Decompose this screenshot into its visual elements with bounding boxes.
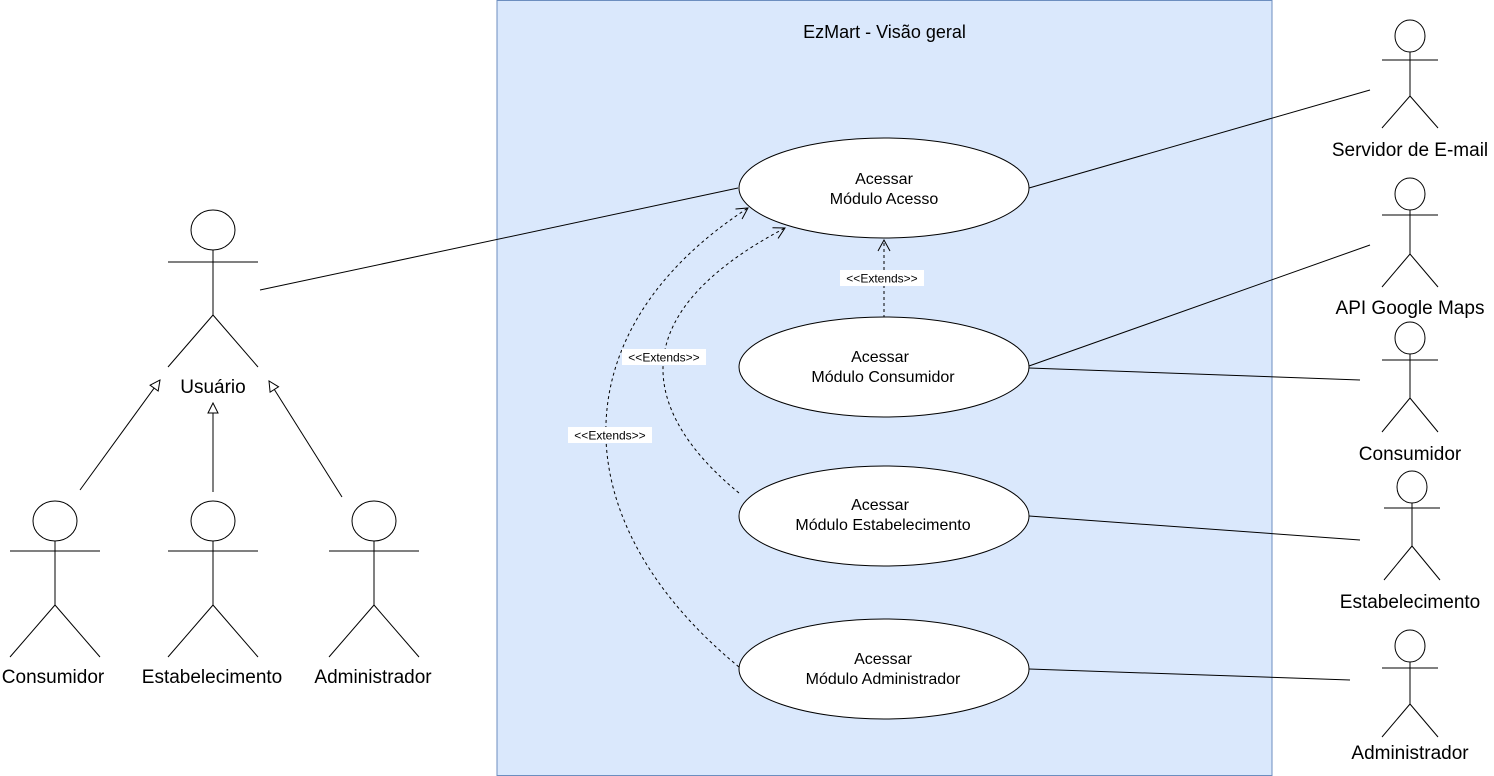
actor-consumidor-right-head-icon <box>1394 321 1426 355</box>
actor-consumidor-right-label: Consumidor <box>1359 444 1462 465</box>
actor-administrador-left[interactable] <box>328 500 420 658</box>
extends-estabelecimento-arrow <box>662 227 786 494</box>
generalizations <box>79 380 343 498</box>
actor-usuario-label: Usuário <box>180 377 245 398</box>
system-title: EzMart - Visão geral <box>803 22 966 42</box>
svg-text:Acessar: Acessar <box>854 651 912 668</box>
svg-text:Módulo Estabelecimento: Módulo Estabelecimento <box>795 517 970 534</box>
association-estabelecimento-actor <box>1028 515 1361 541</box>
actor-administrador-right[interactable] <box>1381 629 1439 738</box>
svg-text:Acessar: Acessar <box>851 497 909 514</box>
svg-text:Módulo Consumidor: Módulo Consumidor <box>811 369 955 386</box>
use-case-acesso[interactable]: Acessar Módulo Acesso <box>738 137 1030 239</box>
association-consumidor-actor <box>1028 367 1361 381</box>
actor-consumidor-right[interactable] <box>1381 321 1439 433</box>
actor-administrador-left-label: Administrador <box>314 667 432 688</box>
svg-text:Módulo Acesso: Módulo Acesso <box>830 191 939 208</box>
svg-text:Módulo Administrador: Módulo Administrador <box>806 671 961 688</box>
actor-api-google-maps[interactable] <box>1381 177 1439 288</box>
actor-estabelecimento-right-head-icon <box>1396 470 1428 504</box>
extends-label-consumidor: <<Extends>> <box>840 270 924 286</box>
svg-text:Acessar: Acessar <box>855 171 913 188</box>
use-case-estabelecimento[interactable]: Acessar Módulo Estabelecimento <box>738 465 1030 567</box>
actor-estabelecimento-right[interactable] <box>1383 470 1441 581</box>
svg-text:Acessar: Acessar <box>851 349 909 366</box>
actor-administrador-right-head-icon <box>1394 629 1426 663</box>
association-consumidor-google-maps <box>1028 244 1371 367</box>
generalization-consumidor-usuario <box>79 380 160 491</box>
actor-servidor-email-label: Servidor de E-mail <box>1332 140 1488 161</box>
generalization-administrador-usuario <box>269 381 343 498</box>
svg-text:<<Extends>>: <<Extends>> <box>574 429 645 443</box>
actor-administrador-left-head-icon <box>351 500 397 542</box>
actor-servidor-email[interactable] <box>1381 19 1439 129</box>
use-case-administrador[interactable]: Acessar Módulo Administrador <box>738 618 1030 720</box>
actor-administrador-right-label: Administrador <box>1351 743 1469 764</box>
association-administrador-actor <box>1028 668 1351 681</box>
actor-servidor-email-head-icon <box>1394 19 1426 53</box>
actor-consumidor-left[interactable] <box>9 500 101 658</box>
association-acesso-servidor-email <box>1028 89 1371 189</box>
actor-estabelecimento-left-head-icon <box>190 500 236 542</box>
association-usuario-acesso <box>259 187 739 291</box>
actor-api-google-maps-head-icon <box>1394 177 1426 211</box>
extends-label-administrador: <<Extends>> <box>568 427 652 443</box>
actor-usuario[interactable] <box>167 209 259 368</box>
actor-api-google-maps-label: API Google Maps <box>1336 298 1485 319</box>
actor-consumidor-left-head-icon <box>32 500 78 542</box>
use-case-consumidor[interactable]: Acessar Módulo Consumidor <box>738 316 1030 418</box>
associations <box>259 89 1371 681</box>
svg-text:<<Extends>>: <<Extends>> <box>628 351 699 365</box>
actor-estabelecimento-right-label: Estabelecimento <box>1340 592 1480 613</box>
extends-label-estabelecimento: <<Extends>> <box>622 349 706 365</box>
actor-consumidor-left-label: Consumidor <box>2 667 105 688</box>
actor-estabelecimento-left-label: Estabelecimento <box>142 667 282 688</box>
svg-text:<<Extends>>: <<Extends>> <box>846 272 917 286</box>
actor-estabelecimento-left[interactable] <box>167 500 259 658</box>
actor-usuario-head-icon <box>190 209 236 251</box>
